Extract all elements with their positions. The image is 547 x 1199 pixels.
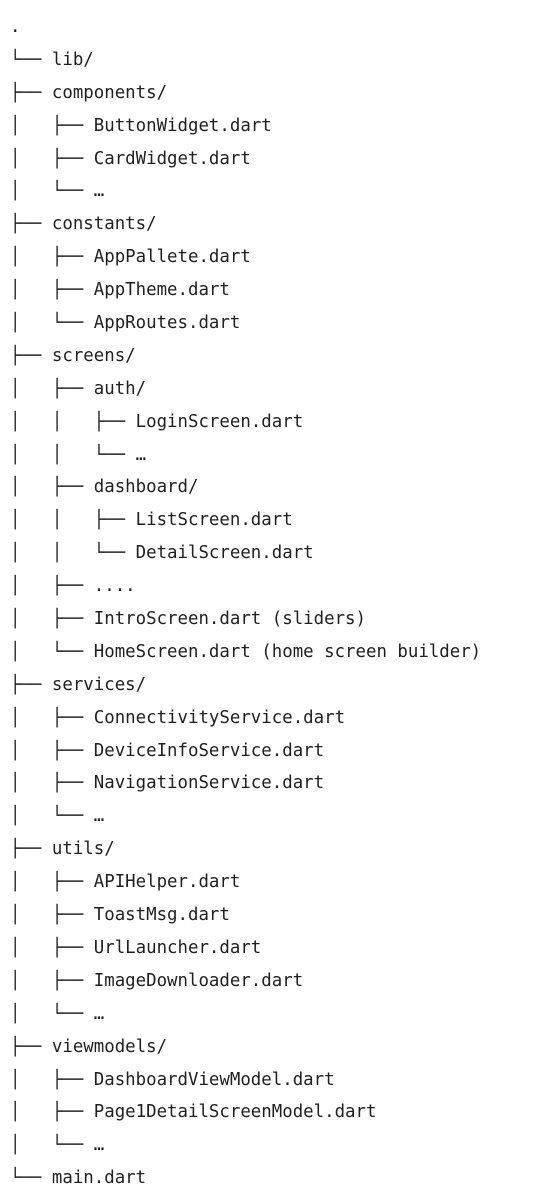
tree-folder-screens: ├── screens/ [10,345,136,366]
tree-file-image-downloader: │ ├── ImageDownloader.dart [10,970,304,991]
tree-file-app-theme: │ ├── AppTheme.dart [10,280,230,301]
tree-file-button-widget: │ ├── ButtonWidget.dart [10,115,272,136]
tree-file-login-screen: │ │ ├── LoginScreen.dart [10,411,304,432]
tree-file-card-widget: │ ├── CardWidget.dart [10,148,251,169]
tree-ellipsis: │ └── … [10,806,105,827]
tree-folder-viewmodels: ├── viewmodels/ [10,1036,168,1057]
tree-folder-constants: ├── constants/ [10,214,157,235]
tree-ellipsis: │ └── … [10,181,105,202]
tree-file-toast-msg: │ ├── ToastMsg.dart [10,905,230,926]
tree-folder-dashboard: │ ├── dashboard/ [10,477,199,498]
tree-folder-services: ├── services/ [10,674,147,695]
tree-file-main: └── main.dart [10,1168,147,1189]
tree-file-device-info-service: │ ├── DeviceInfoService.dart [10,740,325,761]
tree-folder-auth: │ ├── auth/ [10,378,147,399]
tree-file-dashboard-view-model: │ ├── DashboardViewModel.dart [10,1069,335,1090]
tree-ellipsis: │ └── … [10,1135,105,1156]
directory-tree: . └── lib/ ├── components/ │ ├── ButtonW… [10,11,481,1195]
tree-file-api-helper: │ ├── APIHelper.dart [10,872,241,893]
tree-folder-utils: ├── utils/ [10,839,115,860]
tree-ellipsis: │ ├── .... [10,576,136,597]
tree-ellipsis: │ └── … [10,1003,105,1024]
tree-folder-components: ├── components/ [10,82,168,103]
tree-file-detail-screen: │ │ └── DetailScreen.dart [10,543,314,564]
tree-file-app-pallete: │ ├── AppPallete.dart [10,247,251,268]
tree-folder-lib: └── lib/ [10,49,94,70]
tree-ellipsis: │ │ └── … [10,444,147,465]
tree-file-app-routes: │ └── AppRoutes.dart [10,313,241,334]
tree-file-url-launcher: │ ├── UrlLauncher.dart [10,937,262,958]
tree-file-intro-screen: │ ├── IntroScreen.dart (sliders) [10,609,366,630]
tree-file-navigation-service: │ ├── NavigationService.dart [10,773,325,794]
tree-file-page1-detail-screen-model: │ ├── Page1DetailScreenModel.dart [10,1102,377,1123]
tree-file-connectivity-service: │ ├── ConnectivityService.dart [10,707,346,728]
tree-file-home-screen: │ └── HomeScreen.dart (home screen build… [10,641,482,662]
tree-root: . [10,17,21,37]
tree-file-list-screen: │ │ ├── ListScreen.dart [10,510,293,531]
